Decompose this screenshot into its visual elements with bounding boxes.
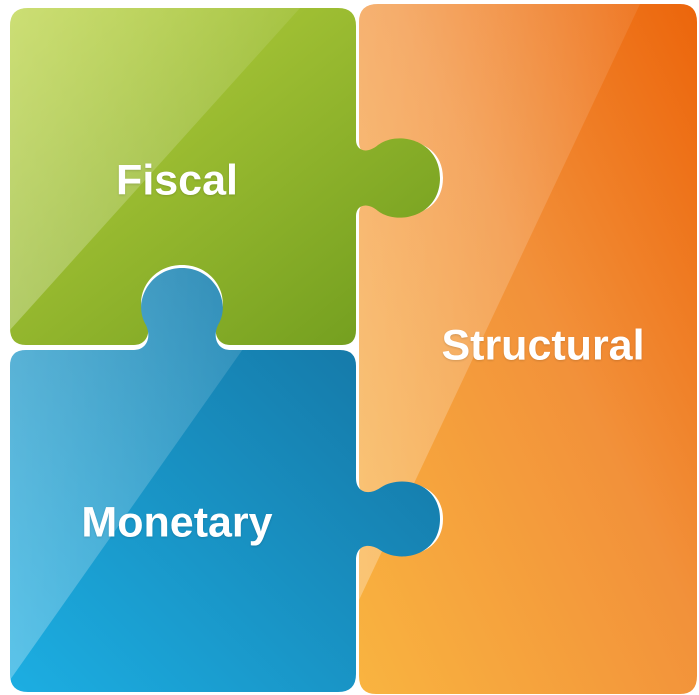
fiscal-piece (10, 8, 440, 345)
fiscal-label: Fiscal (116, 156, 238, 205)
monetary-piece (10, 268, 440, 692)
structural-label: Structural (441, 321, 645, 370)
fiscal-gloss (10, 8, 300, 330)
monetary-gloss (10, 268, 300, 680)
monetary-label: Monetary (81, 498, 273, 547)
